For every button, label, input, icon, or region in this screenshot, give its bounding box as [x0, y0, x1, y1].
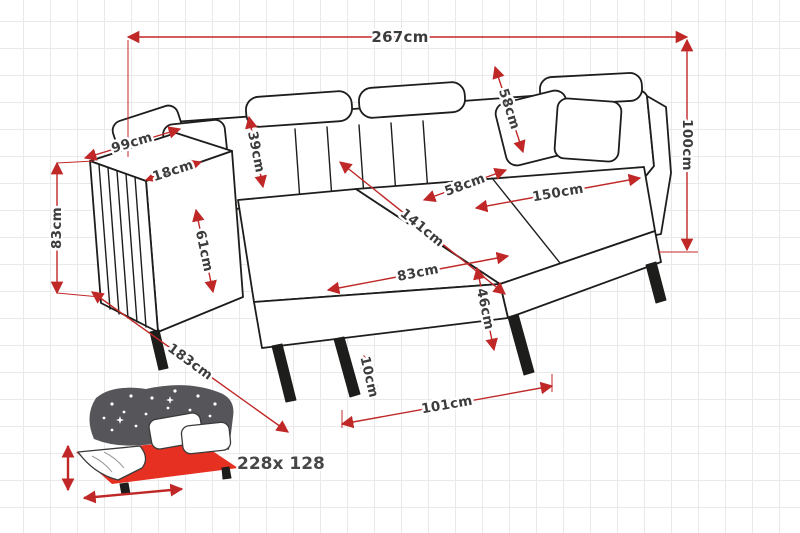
dim-label-left-height: 83cm	[49, 207, 65, 249]
dimension-leg-height: 10cm	[354, 352, 384, 402]
headrest-middle	[358, 81, 466, 119]
sleeping-area-label: 228x 128	[237, 454, 325, 474]
leg-right-front	[645, 261, 667, 304]
dimension-left-height: 83cm	[47, 161, 68, 295]
dimension-right-height: 100cm	[677, 38, 698, 252]
dim-label-bottom-front-width: 101cm	[420, 393, 474, 418]
dim-label-total-depth: 183cm	[164, 340, 215, 383]
pillow-right-front	[553, 97, 623, 163]
headrest-left	[245, 90, 353, 128]
bed-pillow-front	[180, 421, 232, 455]
bed-width-arrow	[82, 483, 184, 504]
leg-front-center	[507, 313, 535, 376]
dimension-top-width: 267cm	[126, 26, 689, 49]
dim-label-top-width: 267cm	[371, 28, 428, 46]
dim-label-right-height: 100cm	[679, 119, 695, 171]
dim-label-leg-height: 10cm	[356, 355, 381, 400]
leg-front-middle	[333, 336, 361, 398]
sleeping-function-icon: 228x 128	[61, 385, 327, 504]
bed-duvet	[77, 445, 147, 481]
bed-leg-right	[221, 466, 232, 480]
leg-chaise-left	[271, 343, 297, 403]
